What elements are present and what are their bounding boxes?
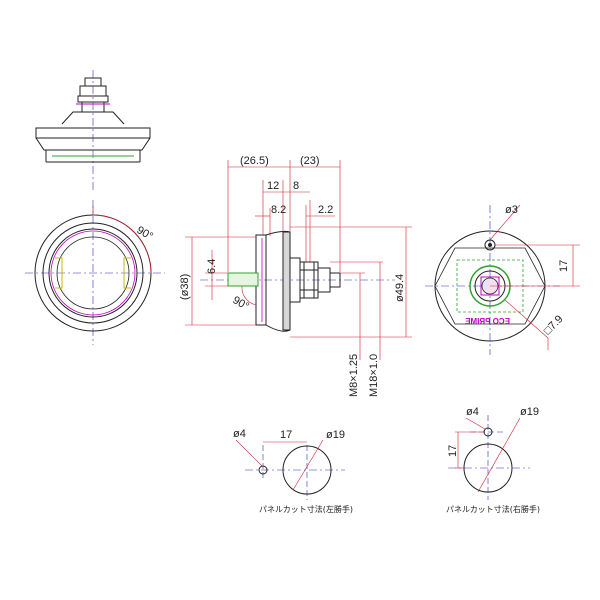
panel-left-dia-19: ø19 (326, 429, 345, 441)
angle-label-mid: 90° (231, 294, 251, 313)
angle-label-left: 90° (135, 224, 155, 243)
left-front-view: 90° (25, 200, 165, 345)
dim-thread-m18: M18×1.0 (368, 354, 380, 397)
right-dimension-texts: ø3 17 □7.9 (505, 204, 570, 337)
panel-right-dia-4: ø4 (466, 406, 479, 418)
center-dimension-texts: (26.5) (23) 12 8 8.2 2.2 (ø38) 6.4 ø49.4… (179, 155, 406, 397)
panel-left-dia-4: ø4 (233, 428, 246, 440)
dim-12: 12 (267, 180, 279, 192)
panel-right-caption: パネルカット寸法(右勝手) (446, 504, 540, 514)
dim-8: 8 (293, 180, 299, 192)
top-side-view (35, 70, 151, 190)
panel-right-dia-19: ø19 (520, 406, 539, 418)
center-dimension-lines (185, 160, 412, 360)
dim-6-4: 6.4 (206, 259, 218, 274)
dim-26-5: (26.5) (240, 155, 269, 167)
brand-logo-text: ECO PRIME (464, 317, 510, 326)
right-dimension-lines (489, 204, 580, 350)
dim-23: (23) (300, 155, 320, 167)
dim-8-2: 8.2 (271, 204, 286, 216)
dim-dia-3: ø3 (505, 204, 518, 216)
panel-right-17: 17 (447, 445, 459, 457)
right-rear-view: ECO PRIME (425, 205, 560, 355)
panel-left-17: 17 (280, 429, 292, 441)
dim-dia-38: (ø38) (179, 274, 191, 300)
dim-dia-49-4: ø49.4 (394, 274, 406, 302)
panel-cut-right: ø4 17 ø19 パネルカット寸法(右勝手) (446, 406, 540, 514)
center-side-view (200, 230, 395, 332)
panel-cut-left: ø4 17 ø19 パネルカット寸法(左勝手) (233, 428, 353, 514)
panel-left-caption: パネルカット寸法(左勝手) (259, 504, 353, 514)
dim-2-2: 2.2 (318, 204, 333, 216)
dim-thread-m8: M8×1.25 (348, 354, 360, 397)
dim-sq-7-9: □7.9 (542, 313, 566, 337)
dim-17-right: 17 (558, 260, 570, 272)
